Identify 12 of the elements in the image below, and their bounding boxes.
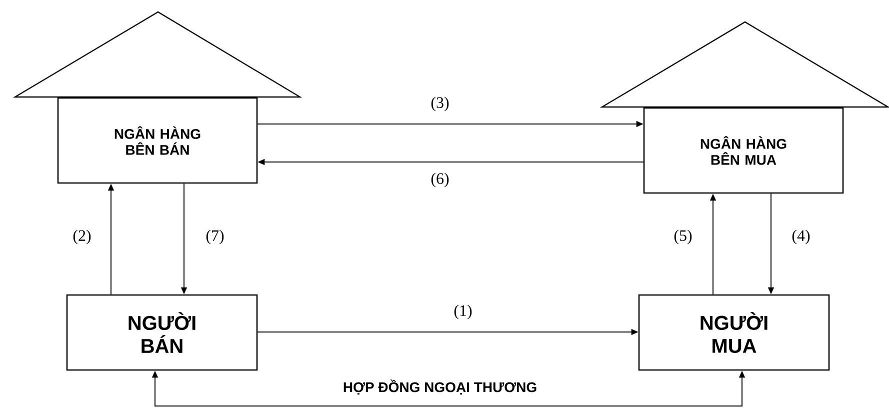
edge-label: (4) bbox=[792, 230, 810, 244]
edge-label: (3) bbox=[431, 96, 449, 112]
edge-label: HỢP ĐỒNG NGOẠI THƯƠNG bbox=[344, 379, 536, 395]
bank-box: NGƯỜI MUA bbox=[638, 294, 830, 371]
bank-box: NGÂN HÀNG BÊN MUA bbox=[643, 107, 844, 194]
bank-box: NGÂN HÀNG BÊN BÁN bbox=[57, 97, 258, 184]
bank-box: NGƯỜI BÁN bbox=[66, 294, 258, 371]
edge-label: (2) bbox=[73, 230, 91, 244]
edge-label: (1) bbox=[454, 304, 472, 320]
edge-label: (5) bbox=[674, 230, 692, 244]
edge-label: (7) bbox=[206, 230, 224, 244]
edge-label: (6) bbox=[431, 172, 449, 188]
